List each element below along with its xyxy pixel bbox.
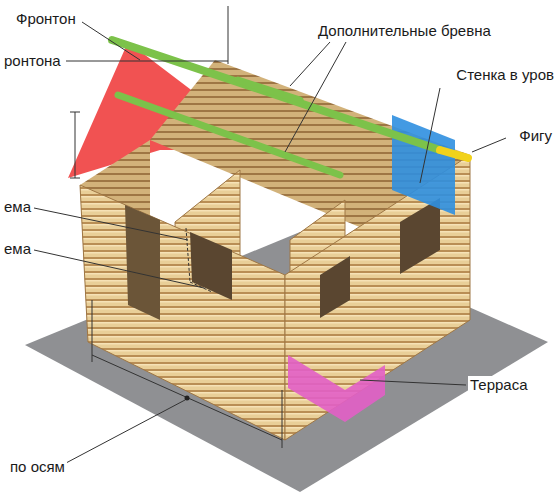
ridge-log [112,40,440,150]
part-label: Дополнительные бревна [316,22,493,40]
extra-log [118,95,340,175]
extra-log [238,80,300,100]
part-label: Терраса [468,376,530,394]
figured-log-end [440,150,468,158]
window-opening [400,198,440,274]
part-label: ема [2,240,33,258]
window-opening [320,256,350,318]
window-opening [190,232,232,300]
dimension-dot [185,396,190,401]
door-opening [125,205,160,320]
part-label: ронтона [2,52,63,70]
part-label: Фронтон [14,10,78,28]
terrace-pink [288,355,385,422]
leader-lines [34,6,506,463]
part-label: Стенка в уров [454,66,556,84]
part-label: по осям [8,458,67,476]
part-label: ема [2,198,33,216]
part-label: Фигу [517,127,554,145]
